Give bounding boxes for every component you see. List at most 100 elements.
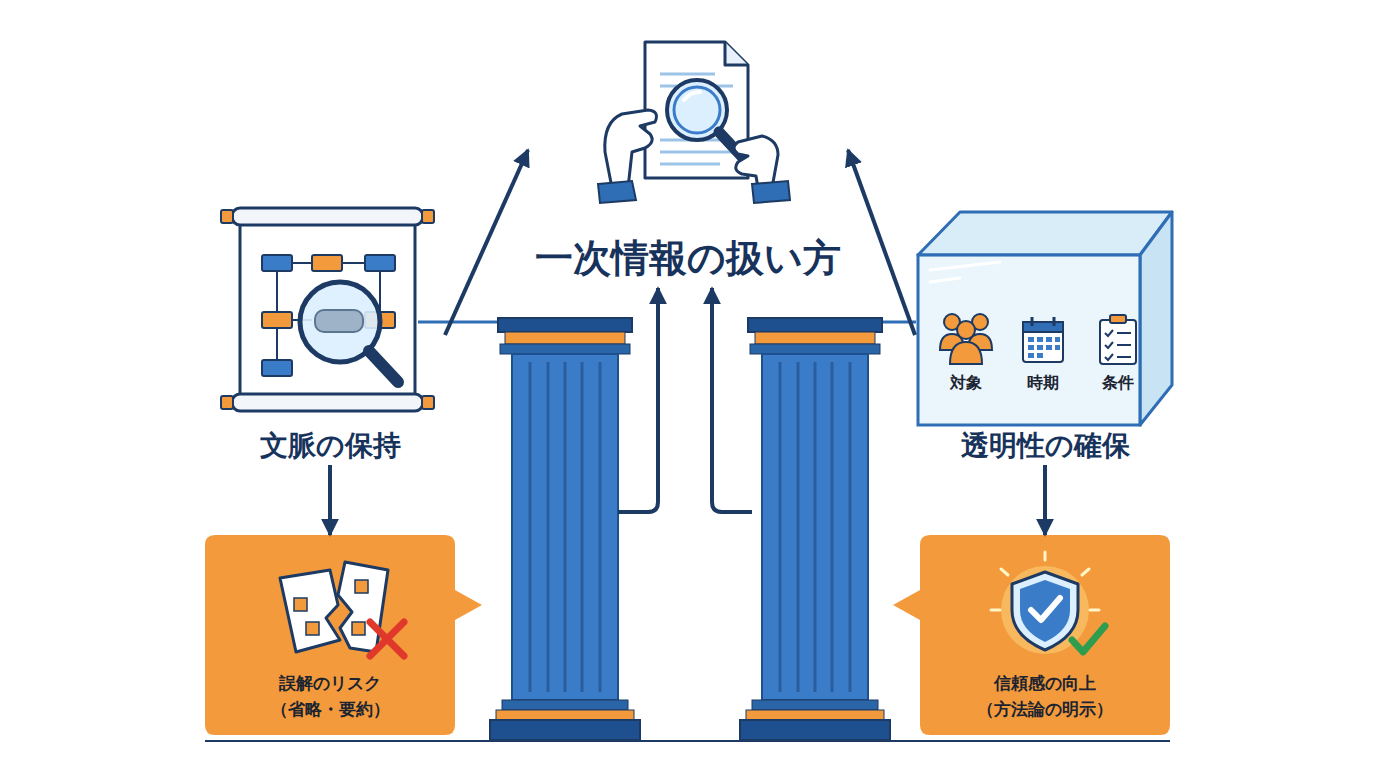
shield-icon — [1001, 569, 1008, 575]
document-icon — [684, 92, 700, 100]
torn-document-icon — [355, 580, 368, 593]
glass-cube — [1140, 212, 1172, 425]
scroll-icon — [221, 210, 233, 223]
pillar — [746, 710, 884, 720]
pillar — [530, 362, 600, 692]
shield-icon — [1082, 569, 1089, 575]
glass-cube — [1037, 337, 1043, 342]
glass-cube — [1105, 330, 1113, 360]
document-icon — [752, 181, 790, 203]
flow-arrow — [445, 150, 528, 335]
shield-icon — [991, 552, 1105, 654]
glass-cube — [930, 262, 1000, 282]
pillar — [750, 344, 880, 354]
glass-cube — [950, 342, 982, 364]
node-label: 対象 — [947, 373, 985, 392]
glass-cube — [1028, 345, 1034, 350]
flow-arrow — [1043, 465, 1047, 535]
pillar — [512, 354, 618, 700]
scroll-icon — [369, 351, 398, 382]
callout-box: 信頼感の向上（方法論の明示） — [920, 535, 1170, 735]
principle-node: 文脈の保持 — [215, 205, 445, 465]
glass-cube — [1117, 333, 1131, 357]
node-heading: 文脈の保持 — [257, 429, 404, 463]
node-label: （省略・要約） — [268, 699, 393, 719]
shield-icon — [1044, 552, 1047, 560]
callout-box — [205, 535, 482, 735]
flow-arrow — [848, 150, 915, 335]
document-icon — [598, 181, 636, 203]
pillar — [581, 362, 584, 692]
pillar — [502, 700, 628, 710]
glass-cube — [957, 321, 975, 339]
pillar-link — [418, 321, 498, 324]
glass-cube — [1031, 317, 1034, 326]
pillar — [797, 362, 800, 692]
torn-document-icon — [338, 562, 388, 652]
pillar — [752, 700, 878, 710]
glass-cube — [1053, 317, 1056, 326]
pillar — [505, 332, 625, 344]
scroll-icon — [232, 394, 423, 411]
glass-cube — [918, 212, 1172, 255]
scroll-icon — [240, 220, 415, 402]
flow-arrow — [328, 465, 332, 535]
pillar — [740, 720, 890, 740]
glass-cube — [1046, 337, 1052, 342]
pillar — [498, 318, 632, 332]
torn-document-icon — [306, 622, 319, 635]
document-icon — [674, 87, 720, 133]
glass-cube — [918, 255, 1140, 425]
scroll-icon — [262, 360, 292, 376]
glass-cube — [1028, 337, 1060, 358]
callout-box: 誤解のリスク （省略・要約） — [205, 535, 455, 735]
pillar — [780, 362, 850, 692]
pillar — [779, 362, 782, 692]
pillar-arrow — [618, 288, 658, 512]
pillar — [564, 362, 567, 692]
pillar — [740, 318, 890, 740]
node-label: 条件 — [1099, 373, 1137, 392]
glass-cube — [1023, 322, 1063, 362]
principle-node: 対象 時期 条件透明性の確保 — [915, 205, 1175, 465]
shield-icon — [1012, 572, 1078, 650]
shield-icon — [991, 609, 1000, 612]
document-icon — [645, 42, 748, 178]
pillar — [547, 362, 550, 692]
node-heading: 透明性の確保 — [958, 429, 1133, 463]
scroll-icon — [422, 396, 434, 409]
node-label: 誤解のリスク — [276, 673, 384, 693]
document-icon — [605, 110, 657, 188]
pillar — [496, 710, 634, 720]
scroll-icon — [221, 208, 434, 411]
glass-cube — [1028, 353, 1034, 358]
pillar-arrow — [618, 288, 752, 512]
shield-icon — [1020, 580, 1070, 642]
pillar — [599, 362, 602, 692]
node-label: （方法論の明示） — [974, 699, 1116, 719]
document-icon — [660, 151, 733, 154]
baseline — [205, 740, 1170, 742]
scroll-icon — [315, 310, 363, 332]
scroll-icon — [312, 255, 342, 271]
scroll-icon — [232, 208, 423, 225]
shield-icon — [1031, 598, 1060, 620]
node-label: 時期 — [1024, 373, 1062, 392]
glass-cube — [1100, 320, 1136, 364]
glass-cube — [1046, 345, 1052, 350]
document-icon — [598, 42, 790, 203]
glass-cube — [1023, 322, 1063, 332]
torn-document-icon — [280, 562, 404, 656]
document-icon — [660, 73, 715, 76]
pillar — [814, 362, 817, 692]
glass-cube — [1055, 345, 1060, 350]
torn-document-icon — [352, 622, 365, 635]
torn-document-icon — [280, 570, 340, 652]
glass-cube — [1037, 353, 1043, 358]
node-heading: 一次情報の扱い方 — [532, 236, 844, 282]
pillar — [831, 362, 834, 692]
torn-document-icon — [294, 598, 307, 611]
shield-icon — [1090, 609, 1099, 612]
pillar — [490, 318, 640, 740]
